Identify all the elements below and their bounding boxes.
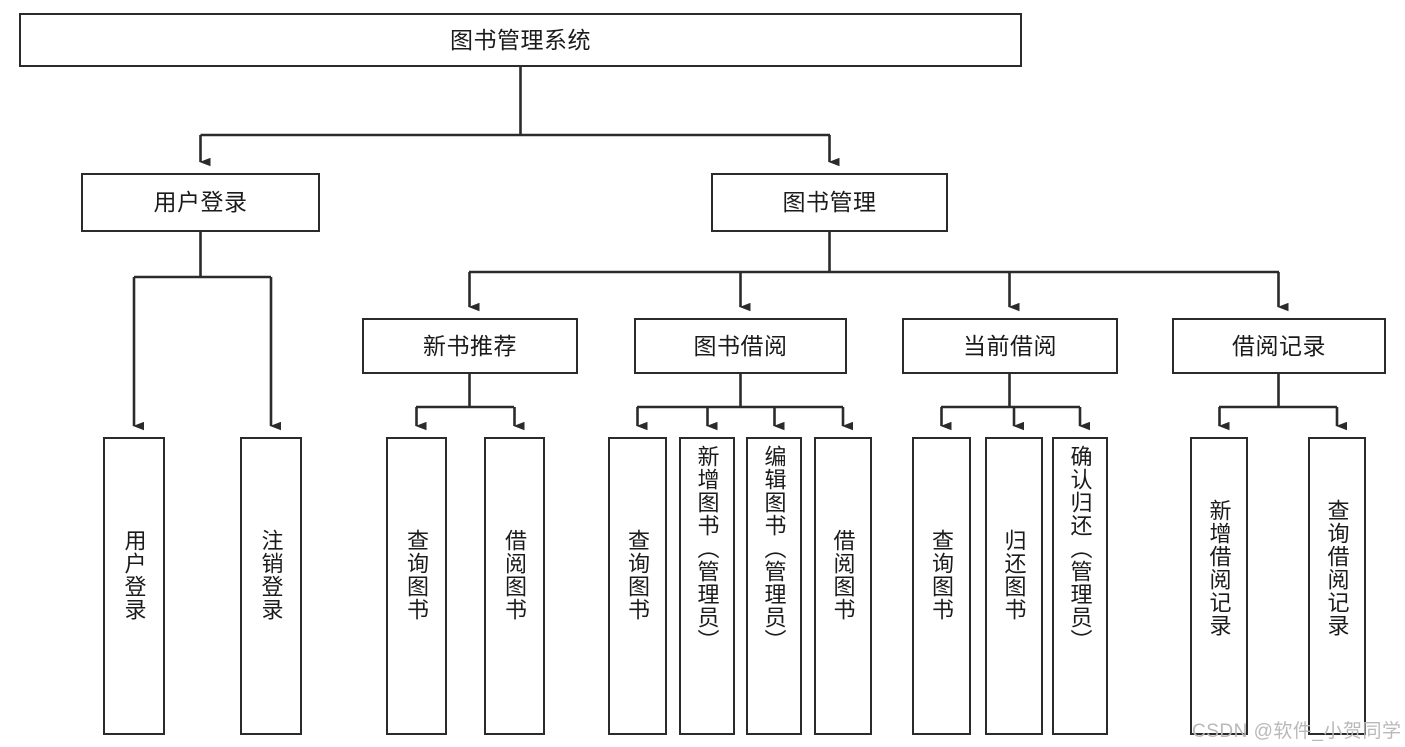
leaf-logout[interactable]: 注销登录 xyxy=(240,437,302,735)
leaf-query-borrow-record[interactable]: 查询借阅记录 xyxy=(1308,437,1366,735)
leaf-borrow-book[interactable]: 借阅图书 xyxy=(814,437,872,735)
leaf-edit-book-admin[interactable]: 编辑图书（管理员） xyxy=(746,437,802,735)
leaf-add-book-admin-label: 新增图书（管理员） xyxy=(694,445,720,652)
node-book-borrow[interactable]: 图书借阅 xyxy=(634,318,847,374)
node-root[interactable]: 图书管理系统 xyxy=(19,13,1022,67)
leaf-query-book-new-label: 查询图书 xyxy=(404,529,430,621)
node-new-book-recommend[interactable]: 新书推荐 xyxy=(362,318,578,374)
leaf-logout-label: 注销登录 xyxy=(258,529,284,621)
leaf-query-book-borrow-label: 查询图书 xyxy=(625,529,651,621)
leaf-query-book-current[interactable]: 查询图书 xyxy=(912,437,971,735)
node-user-login[interactable]: 用户登录 xyxy=(81,173,320,232)
leaf-user-login-label: 用户登录 xyxy=(121,529,147,621)
leaf-borrow-book-new[interactable]: 借阅图书 xyxy=(484,437,545,735)
node-borrow-record-label: 借阅记录 xyxy=(1232,332,1326,359)
node-current-borrow-label: 当前借阅 xyxy=(963,332,1057,359)
node-book-borrow-label: 图书借阅 xyxy=(693,332,788,359)
node-borrow-record[interactable]: 借阅记录 xyxy=(1172,318,1386,374)
node-book-management-label: 图书管理 xyxy=(782,189,877,216)
leaf-query-book-new[interactable]: 查询图书 xyxy=(386,437,447,735)
leaf-query-borrow-record-label: 查询借阅记录 xyxy=(1324,499,1350,637)
node-current-borrow[interactable]: 当前借阅 xyxy=(902,318,1118,374)
node-new-book-recommend-label: 新书推荐 xyxy=(423,332,517,359)
node-root-label: 图书管理系统 xyxy=(450,26,591,53)
leaf-edit-book-admin-label: 编辑图书（管理员） xyxy=(761,445,787,652)
leaf-add-borrow-record[interactable]: 新增借阅记录 xyxy=(1190,437,1248,735)
leaf-return-book-label: 归还图书 xyxy=(1001,529,1027,621)
leaf-confirm-return-admin-label: 确认归还（管理员） xyxy=(1067,445,1093,652)
leaf-borrow-book-label: 借阅图书 xyxy=(830,529,856,621)
leaf-query-book-current-label: 查询图书 xyxy=(929,529,955,621)
node-user-login-label: 用户登录 xyxy=(153,189,248,216)
leaf-add-borrow-record-label: 新增借阅记录 xyxy=(1206,499,1232,637)
leaf-user-login[interactable]: 用户登录 xyxy=(103,437,165,735)
watermark: CSDN @软件_小贺同学 xyxy=(1192,721,1402,742)
leaf-confirm-return-admin[interactable]: 确认归还（管理员） xyxy=(1052,437,1108,735)
node-book-management[interactable]: 图书管理 xyxy=(711,173,948,232)
leaf-borrow-book-new-label: 借阅图书 xyxy=(502,529,528,621)
leaf-query-book-borrow[interactable]: 查询图书 xyxy=(608,437,667,735)
leaf-add-book-admin[interactable]: 新增图书（管理员） xyxy=(679,437,735,735)
leaf-return-book[interactable]: 归还图书 xyxy=(985,437,1043,735)
